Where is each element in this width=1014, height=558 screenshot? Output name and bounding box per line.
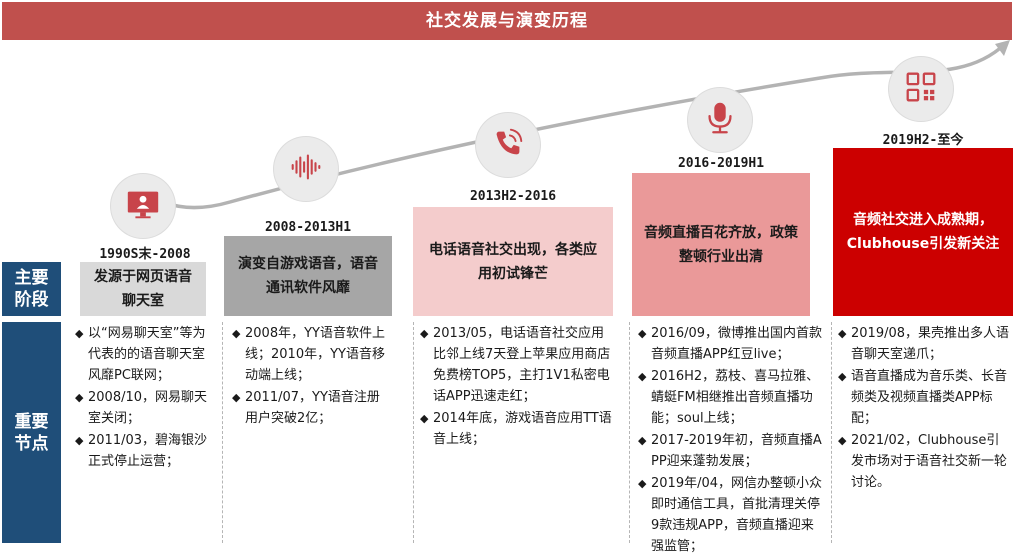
stage-box: 发源于网页语音聊天室: [80, 262, 206, 316]
nodes-column: ◆以“网易聊天室”等为代表的的语音聊天室风靡PC联网； ◆2008/10，网易聊…: [75, 323, 217, 473]
node-item: ◆2011/07，YY语音注册用户突破2亿；: [232, 387, 388, 429]
nodes-column: ◆2016/09，微博推出国内首款音频直播APP红豆live； ◆2016H2，…: [638, 323, 822, 558]
node-item: ◆2021/02，Clubhouse引发市场对于语音社交新一轮讨论。: [838, 430, 1010, 493]
stage-period: 2008-2013H1: [264, 220, 352, 235]
diamond-bullet-icon: ◆: [75, 434, 84, 447]
stage-icon-circle: [476, 113, 540, 177]
stage-box: 音频社交进入成熟期，Clubhouse引发新关注: [833, 148, 1013, 316]
diamond-bullet-icon: ◆: [638, 477, 647, 490]
sound-wave-icon: [287, 148, 325, 190]
column-divider: [831, 322, 832, 543]
stage-icon-circle: [111, 174, 175, 238]
side-label-main-stage: 主要 阶段: [2, 262, 61, 316]
page-title: 社交发展与演变历程: [426, 11, 588, 31]
microphone-icon: [701, 99, 739, 141]
nodes-column: ◆2008年，YY语音软件上线；2010年，YY语音移动端上线； ◆2011/0…: [232, 323, 388, 430]
diamond-bullet-icon: ◆: [638, 370, 647, 383]
app-grid-icon: [902, 68, 940, 110]
monitor-user-icon: [124, 185, 162, 227]
node-item: ◆2008/10，网易聊天室关闭；: [75, 387, 217, 429]
node-item: ◆2011/03，碧海银沙正式停止运营；: [75, 430, 217, 472]
nodes-column: ◆2013/05，电话语音社交应用比邻上线7天登上苹果应用商店免费榜TOP5，主…: [420, 323, 616, 451]
node-item: ◆2008年，YY语音软件上线；2010年，YY语音移动端上线；: [232, 323, 388, 386]
column-divider: [413, 322, 414, 543]
diamond-bullet-icon: ◆: [232, 391, 241, 404]
node-item: ◆2014年底，游戏语音应用TT语音上线；: [420, 408, 616, 450]
diamond-bullet-icon: ◆: [838, 370, 847, 383]
diamond-bullet-icon: ◆: [638, 327, 647, 340]
stage-period: 2019H2-至今: [882, 133, 964, 148]
stage-box: 演变自游戏语音，语音通讯软件风靡: [224, 236, 392, 316]
stage-period: 1990S末-2008: [99, 247, 191, 262]
stage-period: 2016-2019H1: [677, 156, 765, 171]
nodes-column: ◆2019/08，果壳推出多人语音聊天室递爪； ◆语音直播成为音乐类、长音频类及…: [838, 323, 1010, 494]
column-divider: [222, 322, 223, 543]
diamond-bullet-icon: ◆: [420, 327, 429, 340]
node-item: ◆以“网易聊天室”等为代表的的语音聊天室风靡PC联网；: [75, 323, 217, 386]
diamond-bullet-icon: ◆: [420, 412, 429, 425]
column-divider: [629, 322, 630, 543]
stage-icon-circle: [889, 57, 953, 121]
stage-icon-circle: [274, 137, 338, 201]
diamond-bullet-icon: ◆: [75, 391, 84, 404]
node-item: ◆2019/08，果壳推出多人语音聊天室递爪；: [838, 323, 1010, 365]
diamond-bullet-icon: ◆: [838, 434, 847, 447]
title-bar: 社交发展与演变历程: [2, 2, 1012, 40]
node-item: ◆语音直播成为音乐类、长音频类及视频直播类APP标配；: [838, 366, 1010, 429]
node-item: ◆2019年/04，网信办整顿小众即时通信工具，首批清理关停9款违规APP，音频…: [638, 473, 822, 557]
stage-period: 2013H2-2016: [469, 189, 557, 204]
diamond-bullet-icon: ◆: [75, 327, 84, 340]
side-label-key-nodes: 重要 节点: [2, 322, 61, 543]
node-item: ◆2016/09，微博推出国内首款音频直播APP红豆live；: [638, 323, 822, 365]
phone-call-icon: [489, 124, 527, 166]
stage-icon-circle: [688, 88, 752, 152]
node-item: ◆2013/05，电话语音社交应用比邻上线7天登上苹果应用商店免费榜TOP5，主…: [420, 323, 616, 407]
diamond-bullet-icon: ◆: [638, 434, 647, 447]
node-item: ◆2017-2019年初，音频直播APP迎来蓬勃发展；: [638, 430, 822, 472]
diamond-bullet-icon: ◆: [838, 327, 847, 340]
diamond-bullet-icon: ◆: [232, 327, 241, 340]
stage-box: 电话语音社交出现，各类应用初试锋芒: [413, 207, 613, 316]
node-item: ◆2016H2，荔枝、喜马拉雅、蜻蜓FM相继推出音频直播功能；soul上线；: [638, 366, 822, 429]
stage-box: 音频直播百花齐放，政策整顿行业出清: [632, 173, 810, 316]
